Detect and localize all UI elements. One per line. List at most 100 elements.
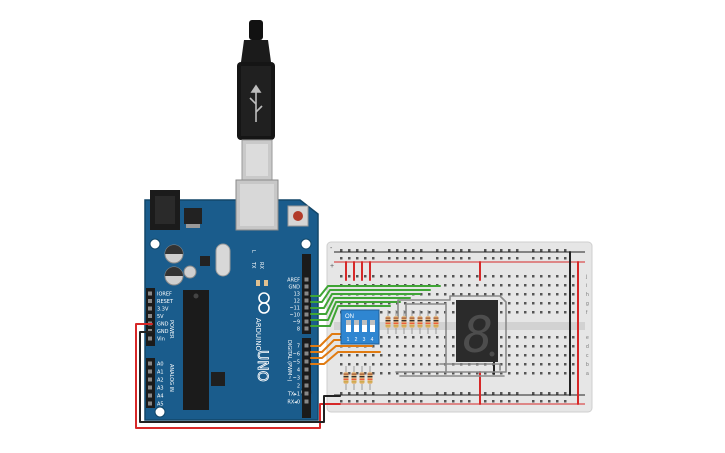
analog-pin-label: A1 <box>157 370 164 376</box>
digital-pin[interactable] <box>304 375 309 380</box>
digital-pin[interactable] <box>304 367 309 372</box>
row-letter: c <box>586 353 589 359</box>
reset-button[interactable] <box>287 205 309 227</box>
row-letter: a <box>586 371 589 377</box>
power-pin-label: GND <box>157 322 169 328</box>
analog-pin-label: A0 <box>157 362 164 368</box>
dip-toggle[interactable] <box>370 320 375 332</box>
power-pin-label: RESET <box>157 299 174 305</box>
wire-green-11[interactable] <box>310 293 421 309</box>
row-letter: b <box>586 362 589 368</box>
dip-number: 1 <box>347 337 350 343</box>
digital-pin[interactable] <box>304 291 309 296</box>
resistor[interactable] <box>393 310 399 334</box>
resistor[interactable] <box>425 310 431 334</box>
tx-label: TX <box>250 261 256 269</box>
digital-pin-label: ~9 <box>293 320 300 326</box>
wires[interactable] <box>135 251 579 429</box>
analog-title: ANALOG IN <box>168 364 174 392</box>
wire-green-8[interactable] <box>310 305 391 327</box>
wire-gnd-black[interactable] <box>139 331 341 423</box>
resistor[interactable] <box>359 366 365 390</box>
analog-pin[interactable] <box>148 385 152 390</box>
arduino-logo <box>258 292 270 314</box>
capacitor <box>164 266 184 286</box>
digital-pin-label: ~10 <box>289 313 300 319</box>
dip-toggle[interactable] <box>362 320 367 332</box>
digital-pin[interactable] <box>304 383 309 388</box>
resistor-bank-top[interactable] <box>385 310 439 334</box>
resistor[interactable] <box>351 366 357 390</box>
analog-pin[interactable] <box>148 401 152 406</box>
digital-pin[interactable] <box>304 298 309 303</box>
digital-pin-label: ~5 <box>293 360 300 366</box>
digital-pin[interactable] <box>304 359 309 364</box>
digital-pin[interactable] <box>304 284 309 289</box>
digital-pin[interactable] <box>304 319 309 324</box>
resistor[interactable] <box>433 310 439 334</box>
digital-pin-label: AREF <box>287 278 300 284</box>
power-pin-label: Vin <box>157 337 165 343</box>
wire-green-13[interactable] <box>310 285 441 297</box>
seven-segment-digit: 8 <box>463 306 493 364</box>
dip-toggle[interactable] <box>354 320 359 332</box>
analog-pin[interactable] <box>148 377 152 382</box>
digital-pin[interactable] <box>304 351 309 356</box>
digital-pin[interactable] <box>304 326 309 331</box>
arduino-board[interactable]: TX RX L ARDUINO UNO IOREFRESET3.3V5VGNDG… <box>144 179 319 421</box>
analog-header[interactable] <box>146 358 155 408</box>
resistor[interactable] <box>401 310 407 334</box>
analog-pin-label: A5 <box>157 402 164 408</box>
digital-pin[interactable] <box>304 391 309 396</box>
digital-pin-label: 8 <box>297 327 300 333</box>
wire-green-10[interactable] <box>310 297 411 315</box>
digital-pin[interactable] <box>304 277 309 282</box>
wire-green-9[interactable] <box>310 301 401 321</box>
analog-pin[interactable] <box>148 369 152 374</box>
digital-pin-label: ~11 <box>289 306 300 312</box>
digital-pin-label: 13 <box>294 292 300 298</box>
resistor[interactable] <box>409 310 415 334</box>
dip-number: 2 <box>355 337 358 343</box>
resistor[interactable] <box>417 310 423 334</box>
digital-pin[interactable] <box>304 343 309 348</box>
usb-icon <box>249 84 263 122</box>
wire-grey[interactable] <box>405 303 447 373</box>
power-pin[interactable] <box>148 336 152 341</box>
resistor[interactable] <box>385 310 391 334</box>
power-pin[interactable] <box>148 306 152 311</box>
resistor-bank-bottom[interactable] <box>343 366 373 390</box>
power-pin-label: IOREF <box>157 292 172 298</box>
wire-grey[interactable] <box>439 363 501 371</box>
wire-orange-4[interactable] <box>310 351 381 365</box>
digital-pin[interactable] <box>304 312 309 317</box>
row-letter: f <box>586 310 588 316</box>
digital-pin-label: ~6 <box>293 352 300 358</box>
crystal-oscillator <box>215 243 231 277</box>
power-pin-label: 3.3V <box>157 307 169 313</box>
rail-minus-label: - <box>330 245 333 252</box>
power-pin[interactable] <box>148 299 152 303</box>
microcontroller-chip <box>183 290 209 410</box>
analog-pin[interactable] <box>148 361 152 366</box>
dip-toggle[interactable] <box>346 320 351 332</box>
row-letter: g <box>586 301 589 307</box>
barrel-jack <box>150 190 180 230</box>
resistor[interactable] <box>367 366 373 390</box>
wire-green-12[interactable] <box>310 289 431 303</box>
row-letter: h <box>586 292 589 298</box>
wire-orange-5[interactable] <box>310 345 373 359</box>
digital-pin[interactable] <box>304 399 309 404</box>
digital-pin-label: GND <box>289 285 301 291</box>
capacitor <box>183 265 197 279</box>
power-pin[interactable] <box>148 291 152 296</box>
dip-number: 4 <box>371 337 374 343</box>
resistor[interactable] <box>343 366 349 390</box>
power-title: POWER <box>168 320 174 339</box>
wire-grey[interactable] <box>395 295 507 373</box>
power-pin[interactable] <box>148 314 152 318</box>
l-label: L <box>250 250 256 253</box>
digital-pin[interactable] <box>304 305 309 310</box>
analog-pin[interactable] <box>148 393 152 398</box>
